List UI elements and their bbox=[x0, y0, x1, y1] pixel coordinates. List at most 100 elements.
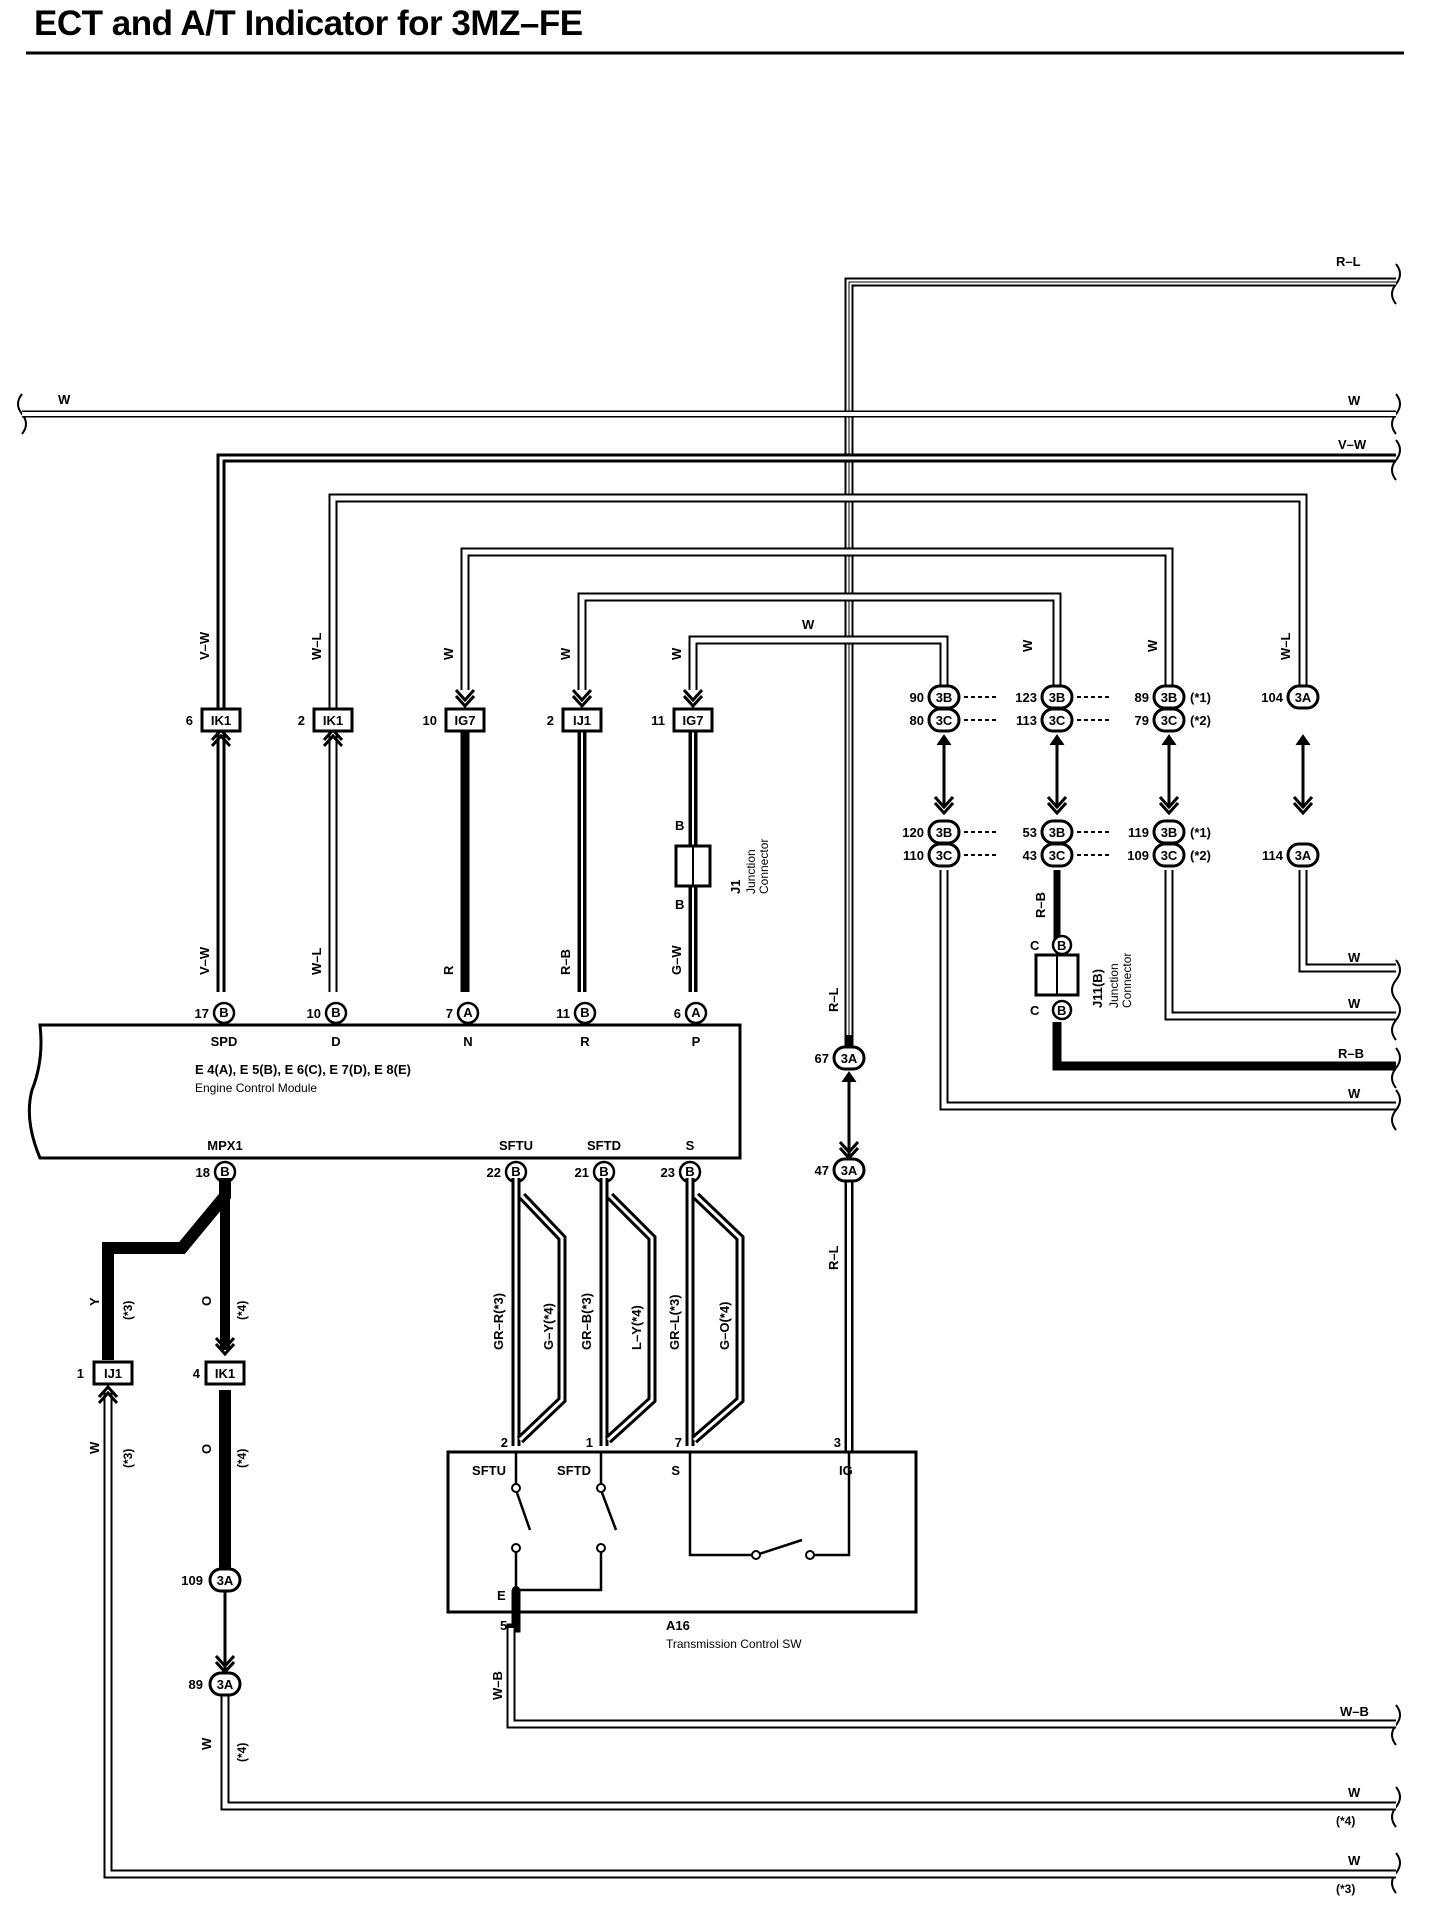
wire-label: Y bbox=[87, 1297, 102, 1306]
svg-text:A: A bbox=[691, 1005, 701, 1020]
connector-number: 2 bbox=[547, 713, 554, 728]
wire-color-label: V–W bbox=[197, 946, 212, 975]
svg-text:B: B bbox=[511, 1164, 520, 1179]
wire-label: W bbox=[199, 1737, 214, 1750]
junction-pin-3c: 3C bbox=[1040, 707, 1074, 733]
pin-number: 11 bbox=[556, 1006, 570, 1021]
ecm-pin-s: B bbox=[678, 1160, 702, 1184]
wire-color-label: W bbox=[802, 617, 815, 632]
wire-color-label: V–W bbox=[1338, 437, 1367, 452]
pin-number: 120 bbox=[902, 825, 924, 840]
junction-pin-3b: 3B bbox=[1152, 819, 1186, 845]
ecm-name: Engine Control Module bbox=[195, 1081, 317, 1095]
svg-text:3A: 3A bbox=[1295, 848, 1312, 863]
junction-j1: B B J1 Junction Connector bbox=[674, 818, 771, 912]
wire-color-label: R–B bbox=[558, 949, 573, 975]
junction-j11: B B C C J11(B) Junction Connector bbox=[1030, 934, 1134, 1021]
pin-number: 104 bbox=[1261, 690, 1283, 705]
ecm-pin-n: A bbox=[456, 1001, 480, 1025]
pin-number: 7 bbox=[446, 1006, 453, 1021]
pin-number: 80 bbox=[910, 713, 924, 728]
svg-text:3A: 3A bbox=[841, 1051, 858, 1066]
svg-text:IK1: IK1 bbox=[215, 1366, 235, 1381]
ecm-pin-spd: B bbox=[212, 1001, 236, 1025]
pin-number: 21 bbox=[575, 1165, 589, 1180]
wire-color-label: R–B bbox=[1338, 1046, 1364, 1061]
pin-number: 10 bbox=[307, 1006, 321, 1021]
note-label: (*4) bbox=[235, 1743, 249, 1762]
junction-pin-3b: 3B bbox=[927, 684, 961, 710]
connector-number: 2 bbox=[298, 713, 305, 728]
svg-text:C: C bbox=[1030, 938, 1040, 953]
svg-text:B: B bbox=[1057, 938, 1066, 953]
ecm-top-wires bbox=[216, 730, 698, 992]
wire-color-label: W–L bbox=[1278, 633, 1293, 661]
connector-ij1: IJ1 bbox=[561, 707, 603, 733]
connector-ig7: IG7 bbox=[672, 707, 714, 733]
connector-number: 10 bbox=[423, 713, 437, 728]
pin-name: SFTU bbox=[472, 1463, 506, 1478]
ecm-box: E 4(A), E 5(B), E 6(C), E 7(D), E 8(E) E… bbox=[27, 1023, 742, 1160]
ecm-pin-d: B bbox=[324, 1001, 348, 1025]
pin-number: 6 bbox=[674, 1006, 681, 1021]
pin-name: S bbox=[686, 1138, 695, 1153]
wire-color-label: W bbox=[1348, 996, 1361, 1011]
junction-pin-3c: 3C bbox=[927, 707, 961, 733]
svg-text:3B: 3B bbox=[936, 690, 953, 705]
wire-label: GR–R(*3) bbox=[491, 1293, 506, 1350]
wire-color-label: R–L bbox=[826, 987, 841, 1012]
svg-text:3C: 3C bbox=[936, 848, 953, 863]
svg-text:B: B bbox=[220, 1164, 229, 1179]
svg-text:3B: 3B bbox=[1161, 690, 1178, 705]
ecm-ref: E 4(A), E 5(B), E 6(C), E 7(D), E 8(E) bbox=[195, 1062, 411, 1077]
svg-text:IG7: IG7 bbox=[683, 713, 704, 728]
connector-number: 1 bbox=[77, 1366, 84, 1381]
wire-label: W bbox=[87, 1441, 102, 1454]
wire-color-label: R–L bbox=[1336, 254, 1361, 269]
svg-text:3C: 3C bbox=[1049, 848, 1066, 863]
wire-labels: Y(*3)O(*4)W(*3)O(*4)W(*4)GR–R(*3)G–Y(*4)… bbox=[58, 254, 1369, 1896]
note-label: (*3) bbox=[121, 1449, 135, 1468]
note-label: (*4) bbox=[235, 1449, 249, 1468]
wire-label: G–Y(*4) bbox=[541, 1303, 556, 1350]
note-label: (*1) bbox=[1190, 825, 1211, 840]
pin-number: 18 bbox=[196, 1165, 210, 1180]
svg-text:3A: 3A bbox=[217, 1677, 234, 1692]
junction-pin-3c: 3C bbox=[1152, 842, 1186, 868]
junction-pin-3b: 3B bbox=[1152, 684, 1186, 710]
connector-ij1: IJ1 bbox=[92, 1360, 134, 1386]
switch-name: Transmission Control SW bbox=[666, 1637, 802, 1651]
svg-text:Junction: Junction bbox=[744, 849, 758, 894]
svg-text:Junction: Junction bbox=[1107, 963, 1121, 1008]
wire-color-label: W–L bbox=[309, 633, 324, 661]
switch-a16: A16 Transmission Control SW E 5 bbox=[446, 1450, 1396, 1729]
connector-number: 4 bbox=[193, 1366, 201, 1381]
pin-name: SFTU bbox=[499, 1138, 533, 1153]
pin-number: 22 bbox=[487, 1165, 501, 1180]
svg-text:3B: 3B bbox=[1161, 825, 1178, 840]
pin-number: 110 bbox=[903, 848, 924, 863]
svg-text:3A: 3A bbox=[841, 1163, 858, 1178]
pin-number: 53 bbox=[1023, 825, 1037, 840]
pin-number: 1 bbox=[586, 1435, 593, 1450]
wire-color-label: W bbox=[1145, 639, 1160, 652]
junction-pin-3c: 3C bbox=[1152, 707, 1186, 733]
switch-id: A16 bbox=[666, 1618, 690, 1633]
pin-name: SFTD bbox=[557, 1463, 591, 1478]
wire-color-label: W bbox=[1020, 639, 1035, 652]
switch-signal-wires bbox=[511, 1178, 745, 1446]
pin-number: 47 bbox=[815, 1163, 829, 1178]
junction-pin-3b: 3B bbox=[1040, 684, 1074, 710]
pin-number: 109 bbox=[181, 1573, 203, 1588]
wire-color-label: W bbox=[1348, 950, 1361, 965]
connector-3a: 3A bbox=[208, 1567, 242, 1593]
lower-right-wires bbox=[939, 870, 1396, 1111]
note-label: (*2) bbox=[1190, 713, 1211, 728]
pin-number: 90 bbox=[910, 690, 924, 705]
pin-name: R bbox=[580, 1034, 590, 1049]
junction-pin-3a: 3A bbox=[1286, 842, 1320, 868]
pin-number: 2 bbox=[501, 1435, 508, 1450]
